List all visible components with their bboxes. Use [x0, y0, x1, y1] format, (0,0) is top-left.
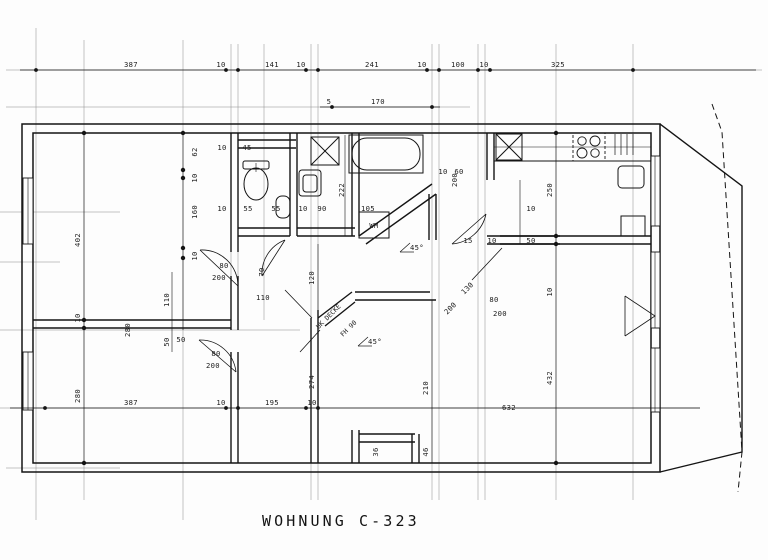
right-facade — [659, 123, 743, 473]
dim-int-62: 62 — [190, 147, 199, 156]
dimension-leaders — [81, 130, 559, 466]
dim-top-2: 141 — [265, 60, 279, 69]
window-symbol-right — [624, 295, 656, 337]
dim-10-f: 10 — [487, 236, 496, 245]
dim-int-200: 200 — [450, 173, 459, 187]
dim-105: 105 — [361, 204, 375, 213]
dim-top2-1: 170 — [371, 97, 385, 106]
angle-45-top: 45° — [410, 243, 424, 252]
dim-10-d: 10 — [298, 204, 307, 213]
washing-machine-label: WM — [369, 222, 378, 230]
top-dimension-line: 387 10 141 10 241 10 100 10 325 — [20, 60, 756, 72]
dim-top-8: 325 — [551, 60, 565, 69]
dim-bottom-2: 10 — [216, 398, 225, 407]
kitchen-appliance-x — [495, 133, 523, 161]
dim-int-50: 50 — [162, 337, 171, 346]
dim-50-c: 50 — [526, 236, 535, 245]
dim-door200-c: 200 — [493, 309, 507, 318]
outer-walls — [21, 123, 661, 473]
dim-50-b: 50 — [176, 335, 185, 344]
dim-int-160: 160 — [190, 205, 199, 219]
dim-10-c: 10 — [217, 204, 226, 213]
dim-left-10: 10 — [73, 313, 82, 322]
washing-machine — [358, 211, 390, 239]
dim-10-g: 10 — [526, 204, 535, 213]
kitchen-unit-lower — [620, 215, 646, 237]
dim-top-6: 100 — [451, 60, 465, 69]
dim-right-10: 10 — [545, 287, 554, 296]
dim-110-b: 110 — [256, 293, 270, 302]
right-wall-windows — [650, 155, 661, 413]
cooktop-four-burner — [572, 132, 606, 162]
dim-door80-c: 80 — [489, 295, 498, 304]
dim-bottom-4: 10 — [307, 398, 316, 407]
dim-right-432: 432 — [545, 371, 554, 385]
dim-int-70: 70 — [257, 267, 266, 276]
fh-90-label: FH 90 — [339, 319, 359, 339]
bottom-dimension-line: 387 10 195 10 — [10, 398, 700, 410]
dim-90: 90 — [317, 204, 326, 213]
dim-left-280: 280 — [73, 389, 82, 403]
dim-10-e: 10 — [438, 167, 447, 176]
dim-top-5: 10 — [417, 60, 426, 69]
dim-55-a: 55 — [243, 204, 252, 213]
dim-632: 632 — [502, 403, 516, 412]
door-swings — [198, 213, 503, 373]
dim-top-0: 387 — [124, 60, 138, 69]
dim-top-4: 241 — [365, 60, 379, 69]
sink-drainboard — [614, 134, 634, 155]
dim-left-280b: 280 — [123, 323, 132, 337]
dim-door200-b: 200 — [206, 361, 220, 370]
washbasin — [298, 169, 322, 197]
dim-15: 15 — [463, 236, 472, 245]
dim-top-3: 10 — [296, 60, 305, 69]
left-wall-windows — [22, 177, 34, 411]
bidet — [275, 195, 291, 219]
dim-60: 60 — [454, 167, 463, 176]
dim-45-b: 45 — [242, 143, 251, 152]
dim-bottom-3: 195 — [265, 398, 279, 407]
dim-int-36: 36 — [371, 447, 380, 456]
dim-55-b: 55 — [271, 204, 280, 213]
top-secondary-dimension: 5 170 — [320, 97, 440, 109]
dim-int-110: 110 — [162, 293, 171, 307]
dim-int-200b: 200 — [442, 300, 458, 316]
dim-int-274: 274 — [307, 375, 316, 389]
kitchen-sink — [617, 165, 645, 189]
dim-int-10b: 10 — [190, 251, 199, 260]
plan-annotations: UK DECKE FH 90 45° 45° — [315, 242, 424, 347]
angle-45-bottom: 45° — [368, 337, 382, 346]
dim-int-10a: 10 — [190, 173, 199, 182]
interior-dimension-labels: 10 45 10 55 55 10 90 105 10 60 15 10 110… — [176, 143, 535, 412]
dim-int-210: 210 — [421, 381, 430, 395]
bathtub — [348, 134, 424, 174]
dim-top-7: 10 — [479, 60, 488, 69]
dim-45-a: 10 — [217, 143, 226, 152]
vertical-dimension-labels: 402 10 280 250 10 432 62 10 160 10 222 1… — [73, 147, 554, 456]
dim-bottom-1: 387 — [124, 398, 138, 407]
dim-int-46: 46 — [421, 447, 430, 456]
terrace-outline-dashed — [711, 103, 743, 493]
dim-top-1: 10 — [216, 60, 225, 69]
dim-door80-a: 80 — [219, 261, 228, 270]
dim-door200-a: 200 — [212, 273, 226, 282]
angled-walls-45 — [317, 183, 437, 327]
kitchen-counter — [493, 132, 652, 162]
dim-right-250: 250 — [545, 183, 554, 197]
dim-int-130: 130 — [459, 280, 475, 296]
toilet — [242, 160, 270, 201]
interior-walls — [33, 133, 651, 463]
dim-int-120: 120 — [307, 271, 316, 285]
dim-door80-b: 80 — [211, 349, 220, 358]
dim-left-402: 402 — [73, 233, 82, 247]
page-title: WOHNUNG C-323 — [262, 512, 420, 530]
dim-top2-0: 5 — [327, 97, 332, 106]
dim-int-222: 222 — [337, 183, 346, 197]
shower-tray — [310, 136, 340, 166]
